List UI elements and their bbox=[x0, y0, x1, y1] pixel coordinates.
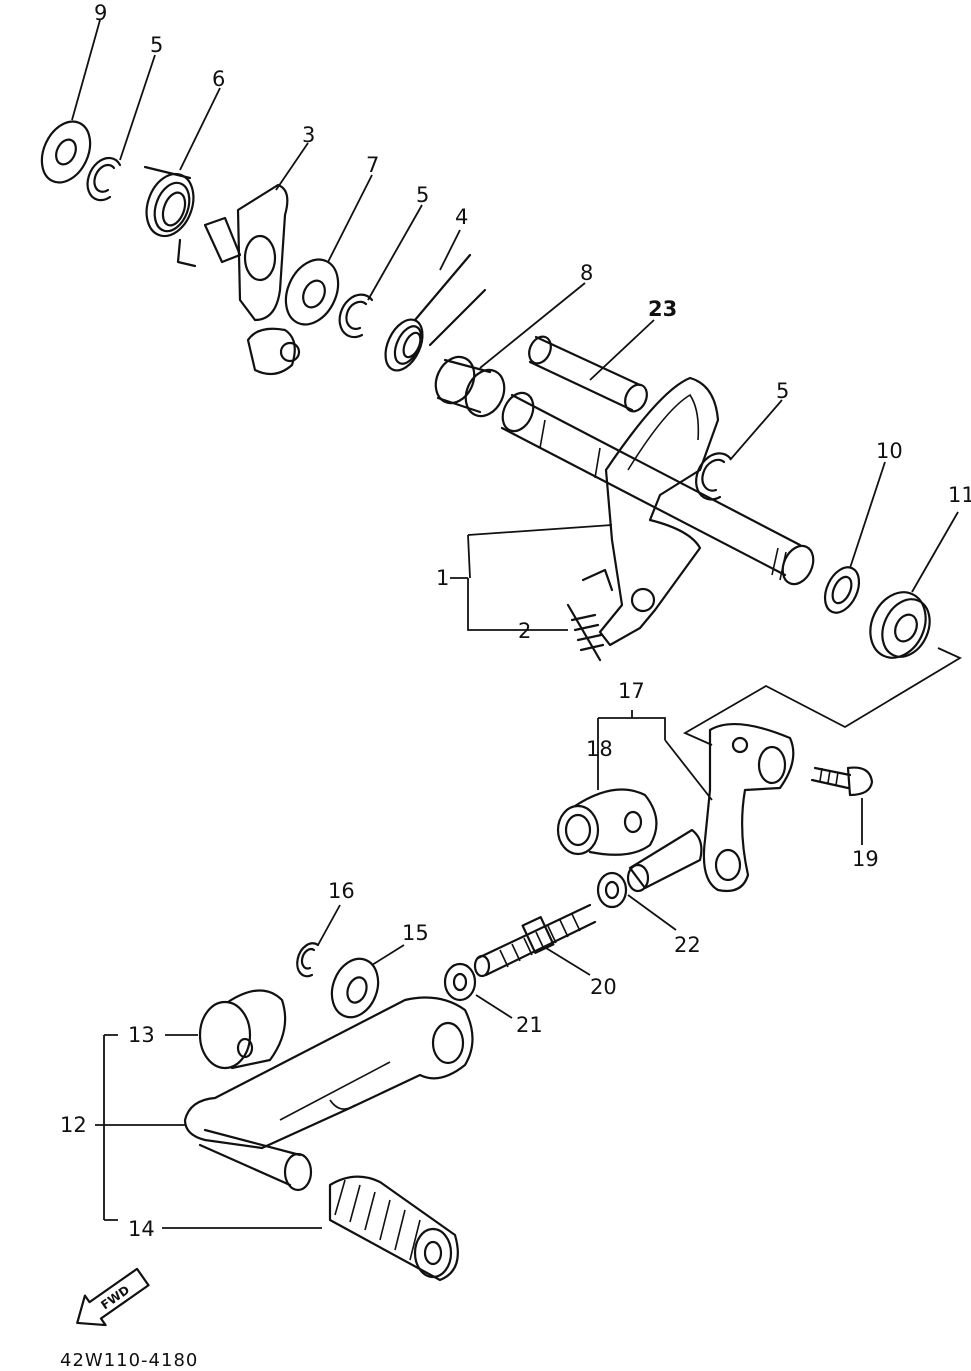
part-14-rubber bbox=[328, 1175, 459, 1282]
part-1-shift-shaft bbox=[500, 376, 815, 647]
label-13: 13 bbox=[128, 1023, 155, 1047]
part-12-shift-pedal bbox=[183, 996, 474, 1192]
part-19-bolt bbox=[810, 766, 874, 797]
part-4-spring bbox=[384, 253, 487, 372]
part-5-circlip-top bbox=[86, 156, 122, 202]
part-13-joint bbox=[198, 989, 287, 1070]
label-1: 1 bbox=[436, 566, 449, 590]
label-19: 19 bbox=[852, 847, 879, 871]
part-23-pin bbox=[528, 335, 648, 413]
part-10-washer bbox=[823, 566, 861, 614]
part-20-rod bbox=[473, 903, 597, 978]
label-11: 11 bbox=[948, 483, 971, 507]
part-11-oil-seal bbox=[869, 591, 931, 659]
label-8: 8 bbox=[580, 261, 593, 285]
part-17-shift-lever bbox=[702, 722, 795, 893]
label-17: 17 bbox=[618, 679, 645, 703]
label-4: 4 bbox=[455, 205, 468, 229]
label-7: 7 bbox=[366, 153, 379, 177]
part-6-spring bbox=[143, 165, 197, 268]
part-22-nut bbox=[596, 871, 628, 909]
forward-arrow: FWD bbox=[76, 1267, 150, 1327]
part-16-circlip bbox=[296, 942, 320, 978]
part-9-washer bbox=[40, 120, 92, 184]
label-12: 12 bbox=[60, 1113, 87, 1137]
part-2-spring bbox=[566, 603, 605, 662]
label-6: 6 bbox=[212, 67, 225, 91]
label-23: 23 bbox=[648, 297, 677, 321]
label-10: 10 bbox=[876, 439, 903, 463]
diagram-code: 42W110-4180 bbox=[60, 1350, 198, 1371]
part-5-circlip-mid bbox=[338, 293, 374, 339]
label-5-mid: 5 bbox=[416, 183, 429, 207]
leader-lines bbox=[71, 19, 959, 1229]
label-3: 3 bbox=[302, 123, 315, 147]
part-5-circlip-right bbox=[695, 452, 732, 501]
label-2: 2 bbox=[518, 619, 531, 643]
shift-rod-end bbox=[626, 828, 703, 893]
label-9: 9 bbox=[94, 1, 107, 25]
label-5-right: 5 bbox=[776, 379, 789, 403]
part-15-washer bbox=[330, 957, 380, 1019]
label-18: 18 bbox=[586, 737, 613, 761]
assembly-reference-line bbox=[683, 647, 962, 746]
callout-labels: 9 5 6 3 7 5 4 8 23 5 10 11 1 2 17 18 19 … bbox=[60, 1, 971, 1241]
label-15: 15 bbox=[402, 921, 429, 945]
part-8-collar bbox=[434, 355, 506, 418]
part-21-nut bbox=[443, 962, 477, 1002]
part-18-joint bbox=[556, 788, 658, 856]
part-7-washer bbox=[284, 258, 340, 326]
label-20: 20 bbox=[590, 975, 617, 999]
label-16: 16 bbox=[328, 879, 355, 903]
label-21: 21 bbox=[516, 1013, 543, 1037]
label-5-top: 5 bbox=[150, 33, 163, 57]
part-3-shift-arm bbox=[203, 183, 301, 376]
label-14: 14 bbox=[128, 1217, 155, 1241]
label-22: 22 bbox=[674, 933, 701, 957]
